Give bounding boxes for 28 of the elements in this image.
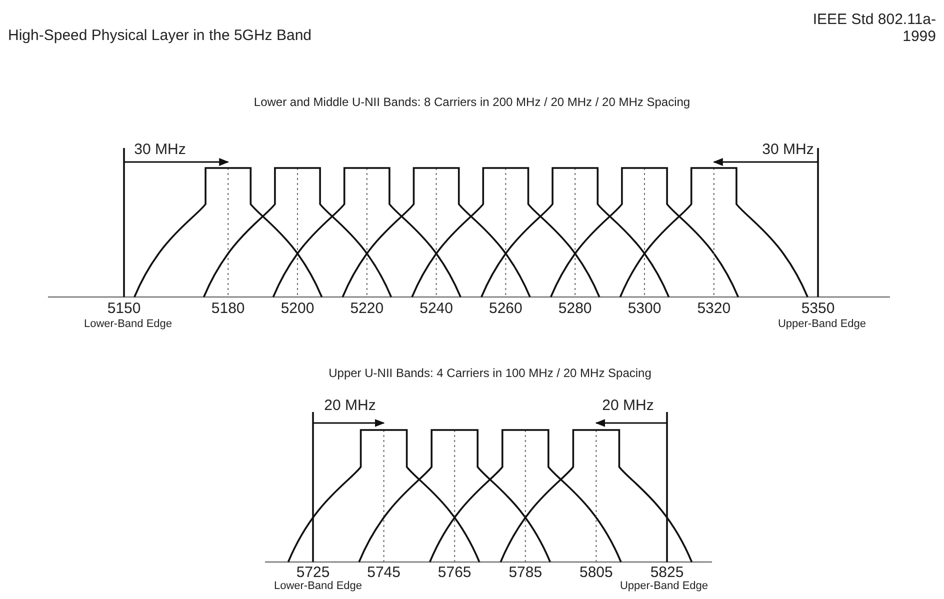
band-edge-label: Lower-Band Edge — [274, 580, 362, 592]
frequency-label: 5765 — [438, 565, 472, 582]
standard-number: IEEE Std 802.11a-1999 — [812, 12, 936, 45]
spacing-label: 30 MHz — [134, 142, 186, 158]
frequency-label: 5260 — [489, 301, 522, 318]
frequency-label: 5805 — [580, 565, 613, 582]
frequency-label: 5725 — [296, 565, 330, 581]
panel-title: Upper U-NII Bands: 4 Carriers in 100 MHz / 20 MHz Spacing — [328, 367, 652, 380]
frequency-label: 5825 — [650, 565, 684, 581]
page-header: High-Speed Physical Layer in the 5GHz Band — [8, 28, 312, 44]
band-edge-label: Lower-Band Edge — [84, 318, 172, 330]
panel-title: Lower and Middle U-NII Bands: 8 Carriers in 200 MHz / 20 MHz / 20 MHz Spacing — [254, 96, 690, 110]
frequency-label: 5350 — [801, 301, 835, 318]
frequency-label: 5785 — [508, 565, 542, 582]
band-edge-label: Upper-Band Edge — [620, 580, 708, 592]
frequency-label: 5180 — [211, 301, 245, 318]
frequency-label: 5745 — [367, 565, 400, 582]
frequency-label: 5220 — [350, 301, 384, 318]
frequency-label: 5320 — [697, 301, 731, 318]
frequency-label: 5240 — [420, 301, 453, 318]
spacing-label: 20 MHz — [324, 398, 376, 414]
spacing-label: 30 MHz — [762, 142, 814, 158]
band-edge-label: Upper-Band Edge — [778, 318, 866, 330]
frequency-label: 5300 — [628, 301, 662, 318]
frequency-label: 5150 — [107, 301, 141, 318]
frequency-label: 5280 — [558, 301, 592, 318]
spacing-label: 20 MHz — [602, 398, 654, 414]
frequency-label: 5200 — [280, 301, 314, 318]
